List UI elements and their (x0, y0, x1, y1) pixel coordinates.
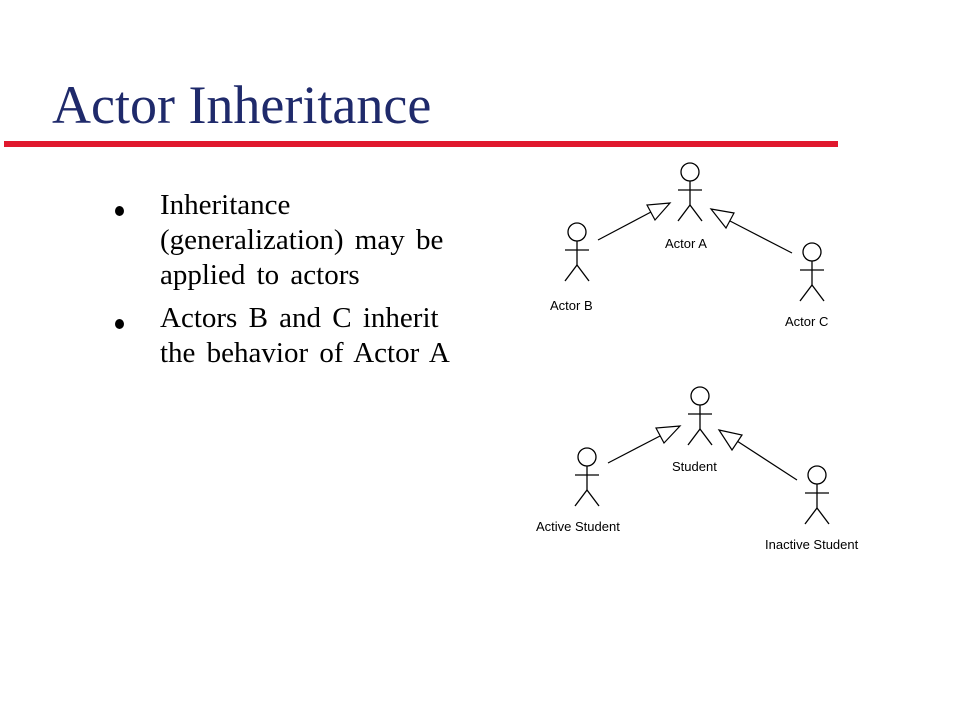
slide-title: Actor Inheritance (52, 75, 432, 135)
actor-b-figure (564, 222, 590, 282)
generalization-arrow (607, 425, 682, 464)
actor-c-figure (799, 242, 825, 302)
bullet-list: Inheritance (generalization) may be appl… (110, 188, 490, 379)
student-label: Student (672, 459, 717, 474)
actor-inheritance-diagram: Actor A Actor B Actor C Student Active S… (536, 162, 859, 552)
actor-c-label: Actor C (785, 314, 828, 329)
inactive-student-label: Inactive Student (765, 537, 859, 552)
student-figure (687, 386, 713, 446)
bullet-item: Inheritance (generalization) may be appl… (110, 188, 490, 293)
diagram-actor-a-group: Actor A Actor B Actor C (550, 162, 828, 329)
actor-b-label: Actor B (550, 298, 593, 313)
bullet-dot-icon (115, 319, 124, 329)
active-student-label: Active Student (536, 519, 620, 534)
diagram-student-group: Student Active Student Inactive Student (536, 386, 859, 552)
bullet-item: Actors B and C inherit the behavior of A… (110, 301, 490, 371)
active-student-figure (574, 447, 600, 507)
generalization-arrow (597, 202, 672, 241)
actor-a-figure (677, 162, 703, 222)
bullet-text: Inheritance (generalization) may be appl… (160, 189, 444, 291)
inactive-student-figure (804, 465, 830, 525)
actor-a-label: Actor A (665, 236, 707, 251)
generalization-arrow (709, 208, 793, 254)
bullet-dot-icon (115, 206, 124, 216)
bullet-text: Actors B and C inherit the behavior of A… (160, 302, 450, 369)
title-divider (4, 141, 838, 147)
generalization-arrow (717, 429, 798, 481)
